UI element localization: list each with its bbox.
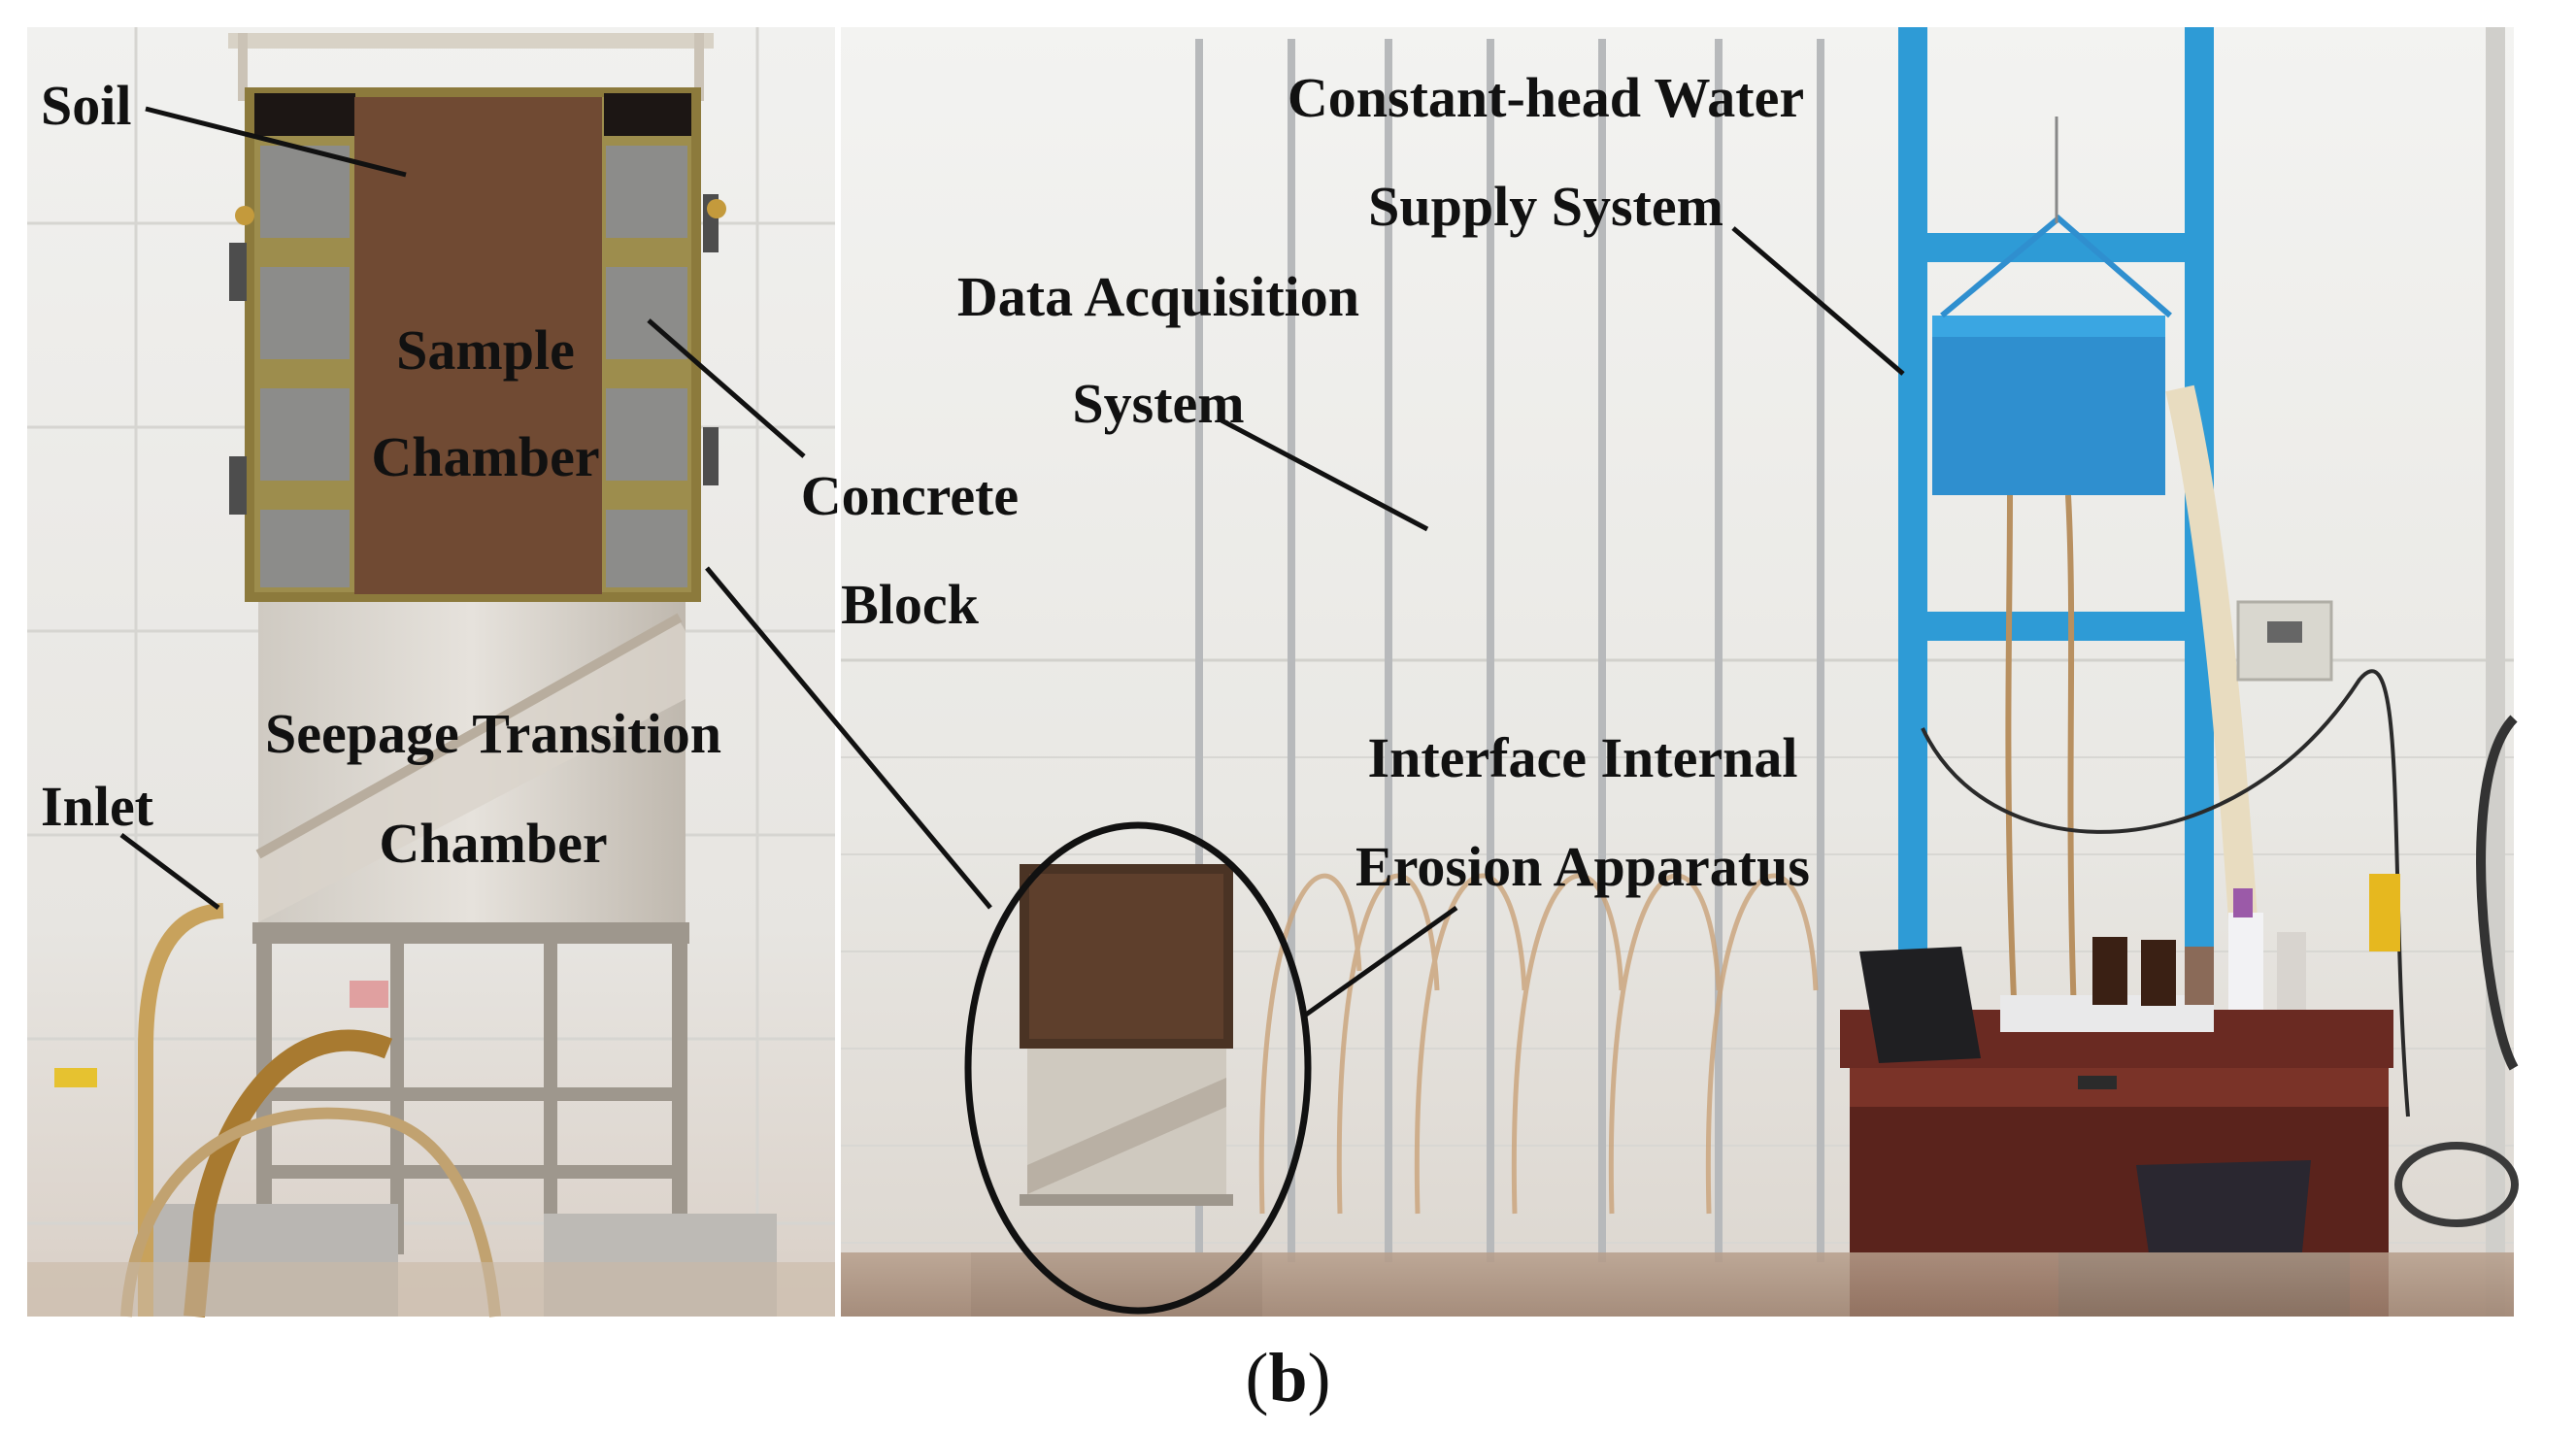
caption-close-paren: ) xyxy=(1307,1339,1331,1417)
caption-letter: b xyxy=(1268,1339,1308,1417)
soil-leader xyxy=(145,106,407,178)
label-constant-head-line1: Constant-head Water xyxy=(1288,66,1804,129)
right-photo-panel xyxy=(841,27,2519,1317)
inlet-leader xyxy=(119,833,220,910)
label-concrete-block-line1: Concrete xyxy=(801,464,1019,527)
label-soil: Soil xyxy=(41,74,132,137)
concrete-block-leader xyxy=(647,318,806,458)
label-constant-head-line2: Supply System xyxy=(1368,175,1723,238)
caption-open-paren: ( xyxy=(1245,1339,1269,1417)
label-erosion-line1: Interface Internal xyxy=(1368,726,1798,789)
left-photo-panel xyxy=(27,27,835,1318)
labels: Soil Sample Chamber Concrete Block Seepa… xyxy=(41,66,1810,898)
leader-lines xyxy=(119,106,1905,1017)
label-erosion-line2: Erosion Apparatus xyxy=(1355,835,1810,898)
label-data-acquisition-line2: System xyxy=(1072,372,1244,435)
label-sample-chamber-line2: Chamber xyxy=(371,425,599,488)
label-sample-chamber-line1: Sample xyxy=(396,318,575,382)
constant-head-leader xyxy=(1731,226,1905,376)
figure-caption: (b) xyxy=(0,1338,2576,1418)
erosion-apparatus-leader xyxy=(1304,905,1458,1017)
apparatus-highlight-ellipse xyxy=(964,821,1312,1315)
label-seepage-line1: Seepage Transition xyxy=(265,702,721,765)
label-data-acquisition-line1: Data Acquisition xyxy=(957,265,1359,328)
label-inlet: Inlet xyxy=(41,775,154,838)
data-acquisition-leader xyxy=(1220,417,1429,532)
label-concrete-block-line2: Block xyxy=(841,573,980,636)
ellipse-connector-leader xyxy=(705,566,992,910)
label-seepage-line2: Chamber xyxy=(379,812,607,875)
